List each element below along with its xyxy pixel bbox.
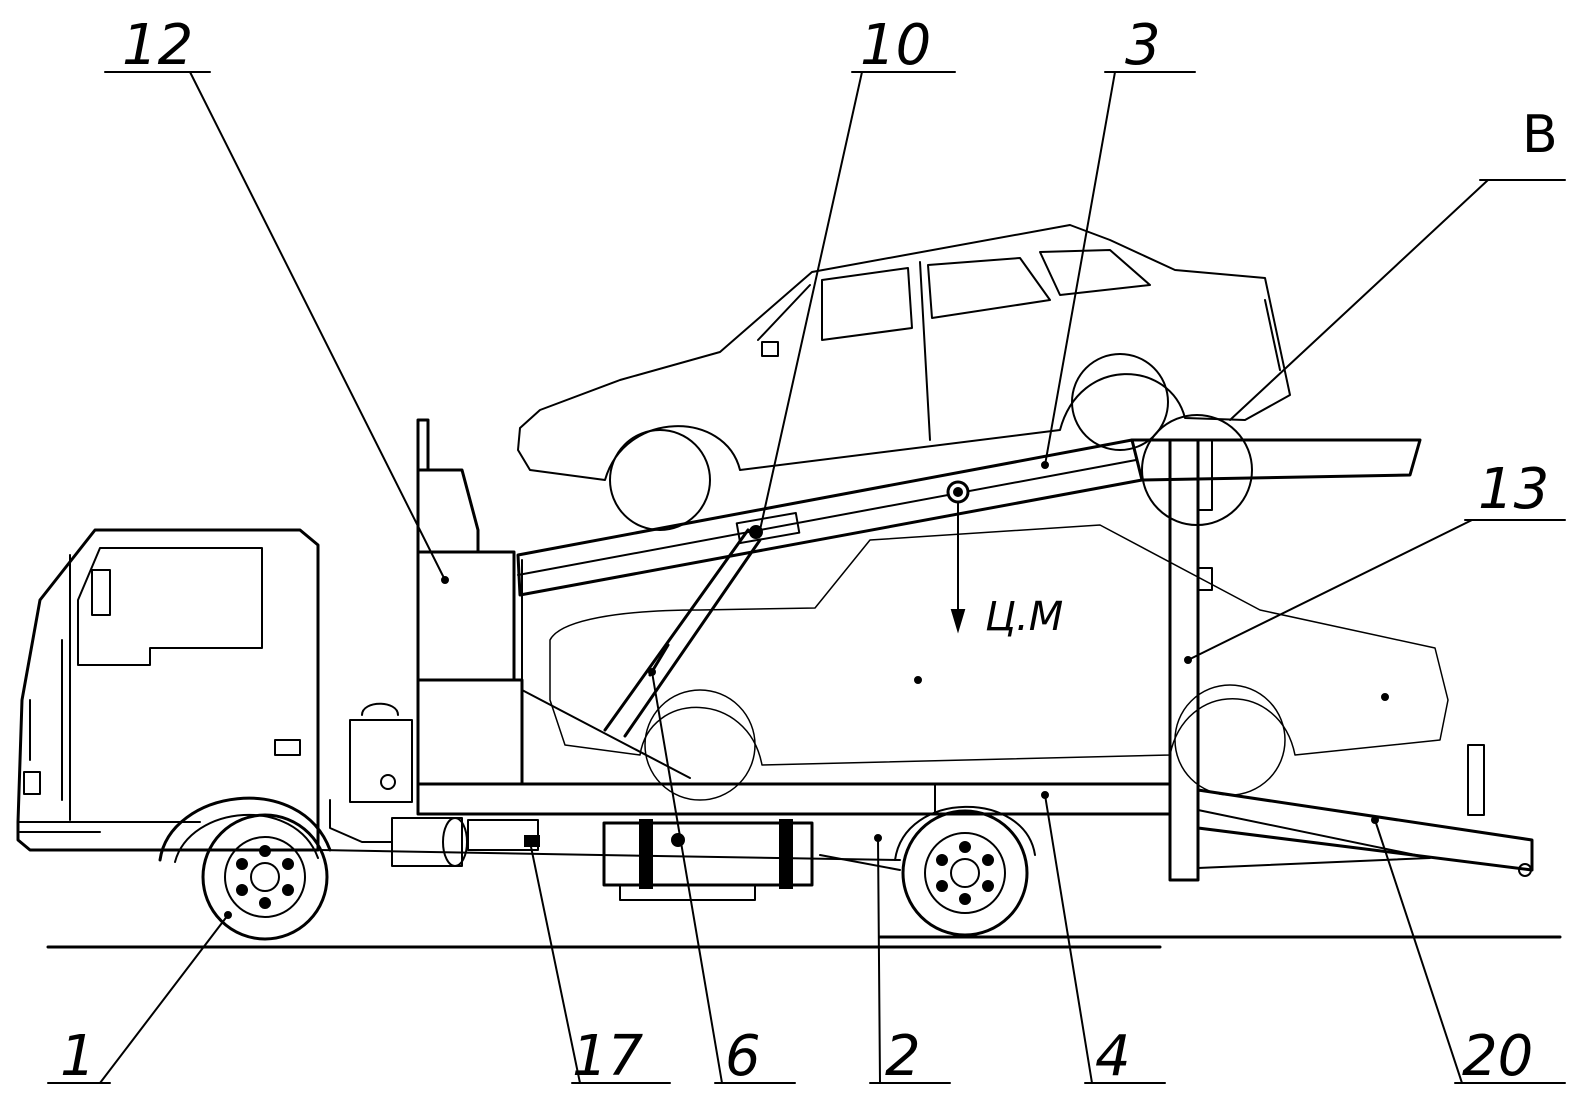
callouts: 12 10 3 B 13 1 17 6 2 4 bbox=[47, 13, 1566, 1089]
lower-car bbox=[549, 524, 1449, 801]
rear-post bbox=[1141, 414, 1253, 882]
label-10: 10 bbox=[860, 13, 931, 78]
front-pillar bbox=[416, 418, 691, 786]
truck-cab bbox=[16, 528, 332, 863]
label-6: 6 bbox=[725, 1024, 761, 1089]
label-3: 3 bbox=[1125, 13, 1161, 78]
ground-line bbox=[46, 935, 1562, 949]
lift-cylinder bbox=[603, 511, 801, 738]
label-B: B bbox=[1522, 105, 1558, 165]
upper-car bbox=[517, 224, 1291, 531]
label-13: 13 bbox=[1478, 457, 1549, 522]
rear-wheel bbox=[894, 805, 1036, 937]
label-12: 12 bbox=[122, 13, 193, 78]
label-2: 2 bbox=[885, 1024, 921, 1089]
center-of-mass-marker: Ц.М bbox=[950, 501, 1063, 640]
reference-dots bbox=[224, 461, 1379, 919]
upper-platform bbox=[516, 438, 1422, 597]
center-of-mass-label: Ц.М bbox=[985, 594, 1063, 640]
label-17: 17 bbox=[572, 1024, 644, 1089]
label-4: 4 bbox=[1095, 1024, 1131, 1089]
label-1: 1 bbox=[60, 1024, 96, 1089]
hydraulic-unit bbox=[329, 702, 540, 867]
label-20: 20 bbox=[1462, 1024, 1533, 1089]
front-wheel bbox=[201, 813, 329, 941]
fuel-tank bbox=[602, 819, 814, 901]
rear-ramp bbox=[1196, 744, 1534, 877]
